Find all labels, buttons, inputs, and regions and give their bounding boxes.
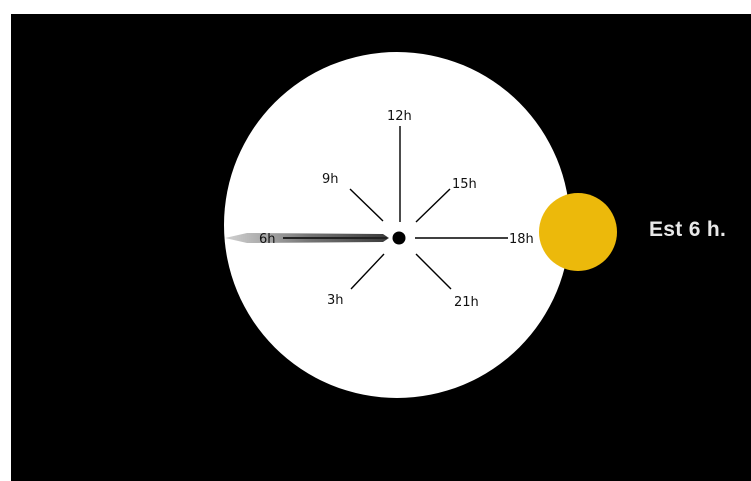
- sun: [539, 193, 617, 271]
- label-15h: 15h: [452, 177, 477, 192]
- sundial-scene: 12h 15h 18h 21h 3h 9h 6h Est 6 h.: [11, 14, 751, 481]
- sundial-diagram: 12h 15h 18h 21h 3h 9h 6h: [11, 14, 751, 481]
- label-9h: 9h: [322, 172, 339, 187]
- label-12h: 12h: [387, 109, 412, 124]
- direction-label: Est 6 h.: [649, 218, 726, 242]
- label-21h: 21h: [454, 295, 479, 310]
- label-18h: 18h: [509, 232, 534, 247]
- dial-disc: [224, 52, 570, 398]
- gnomon-center: [393, 232, 406, 245]
- label-6h: 6h: [259, 232, 276, 247]
- label-3h: 3h: [327, 293, 344, 308]
